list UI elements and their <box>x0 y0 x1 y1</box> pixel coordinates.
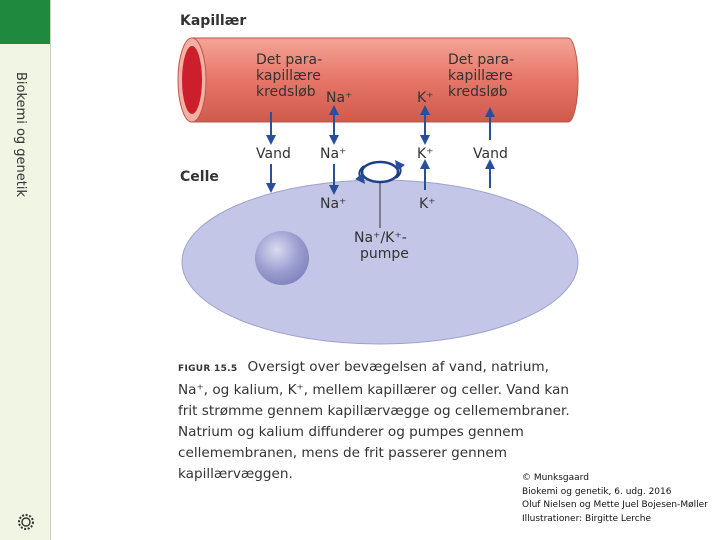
capillary <box>177 37 579 123</box>
water-left-label: Vand <box>256 146 291 162</box>
cell-nucleus <box>255 231 309 285</box>
sidebar-header-block <box>0 0 50 44</box>
pump-label-line1: Na⁺/K⁺- <box>354 230 407 246</box>
right-circuit-line1: Det para- <box>448 52 514 68</box>
sidebar-divider <box>50 0 51 540</box>
figure-label: FIGUR 15.5 <box>178 364 238 374</box>
cell-title: Celle <box>180 169 219 185</box>
cell <box>181 179 579 345</box>
capillary-na-label: Na⁺ <box>326 90 352 106</box>
credits: © Munksgaard Biokemi og genetik, 6. udg.… <box>522 472 708 526</box>
right-circuit-line2: kapillære <box>448 68 513 84</box>
cell-na-label: Na⁺ <box>320 196 346 212</box>
fluid-exchange-diagram: Kapillær Celle Det para- kapillære kreds… <box>177 13 579 345</box>
left-circuit-line3: kredsløb <box>256 84 316 100</box>
pump-label-line2: pumpe <box>360 246 409 262</box>
capillary-k-label: K⁺ <box>417 90 434 106</box>
right-circuit-line3: kredsløb <box>448 84 508 100</box>
na-k-pump <box>355 159 405 228</box>
gear-logo-icon <box>18 514 34 530</box>
credit-authors: Oluf Nielsen og Mette Juel Bojesen-Mølle… <box>522 500 708 510</box>
left-circuit-line2: kapillære <box>256 68 321 84</box>
capillary-title: Kapillær <box>180 13 246 29</box>
sidebar <box>0 0 50 540</box>
credit-illustrations: Illustrationer: Birgitte Lerche <box>522 513 651 524</box>
credit-copyright: © Munksgaard <box>522 473 589 483</box>
water-right-label: Vand <box>473 146 508 162</box>
cell-k-label: K⁺ <box>419 196 436 212</box>
caption-text: Oversigt over bevægelsen af vand, natriu… <box>178 359 570 482</box>
credit-book: Biokemi og genetik, 6. udg. 2016 <box>522 486 672 497</box>
left-circuit-line1: Det para- <box>256 52 322 68</box>
na-middle-label: Na⁺ <box>320 146 346 162</box>
k-middle-label: K⁺ <box>417 146 434 162</box>
